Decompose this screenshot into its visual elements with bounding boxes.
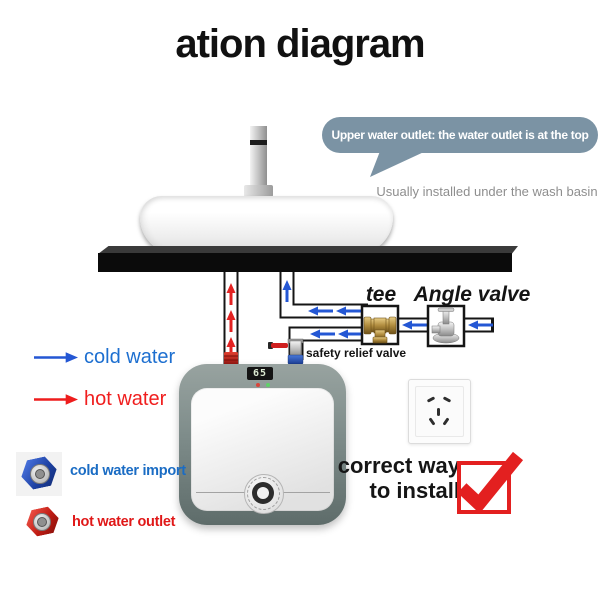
install-note-line2: to install: [369, 478, 460, 503]
power-socket-faceplate: [415, 386, 464, 437]
callout-subtext: Usually installed under the wash basin: [376, 184, 598, 199]
install-note-line1: correct way: [337, 453, 460, 478]
pipe-outlines: [223, 272, 493, 366]
faucet-spout-band: [250, 140, 267, 145]
tee-label: tee: [366, 283, 397, 306]
tee-fitting-box: [360, 304, 400, 346]
angle-valve-icon: [431, 307, 460, 344]
hot-water-legend-label: hot water: [84, 388, 167, 410]
safety-relief-valve-label: safety relief valve: [306, 346, 406, 360]
pipe-end-cap: [491, 317, 494, 333]
pipe-cold-to-heater: [288, 326, 368, 360]
faucet: [250, 126, 267, 188]
countertop: [98, 253, 512, 272]
power-indicator-light: [266, 383, 270, 387]
cold-water-arrow-icon: [34, 352, 78, 363]
checkmark-icon: [457, 451, 524, 514]
angle-valve-label: Angle valve: [413, 283, 531, 306]
safety-relief-valve-icon: [268, 338, 304, 365]
hot-outlet-fitting-bore: [37, 517, 47, 527]
cold-water-import-label: cold water import: [70, 463, 186, 479]
cold-import-fitting-bore: [35, 469, 45, 479]
page-title: ation diagram: [175, 22, 425, 66]
heating-indicator-light: [256, 383, 260, 387]
countertop-top-face: [98, 246, 518, 254]
hot-water-outlet-label: hot water outlet: [72, 514, 176, 530]
hot-water-arrow-icon: [34, 394, 78, 405]
socket-hole: [437, 408, 440, 416]
hot-flow-arrows: [225, 281, 237, 361]
heater-knob-center: [257, 487, 269, 499]
angle-valve-box: [426, 304, 466, 348]
tee-fitting-icon: [363, 316, 397, 344]
callout-bubble: Upper water outlet: the water outlet is …: [322, 117, 598, 153]
heater-knob-tick-marks: [247, 477, 280, 510]
callout-bubble-text: Upper water outlet: the water outlet is …: [331, 128, 589, 142]
install-note: correct way to install: [338, 453, 460, 503]
wash-basin: [140, 196, 393, 254]
cold-water-legend-label: cold water: [84, 346, 176, 368]
temperature-display: 65: [247, 367, 273, 380]
cold-flow-arrows: [281, 278, 495, 340]
faucet-base: [244, 185, 273, 197]
pipe-cold-riser: [279, 272, 368, 319]
callout-bubble-tail: [370, 151, 426, 177]
pipe-bores: [225, 272, 493, 366]
